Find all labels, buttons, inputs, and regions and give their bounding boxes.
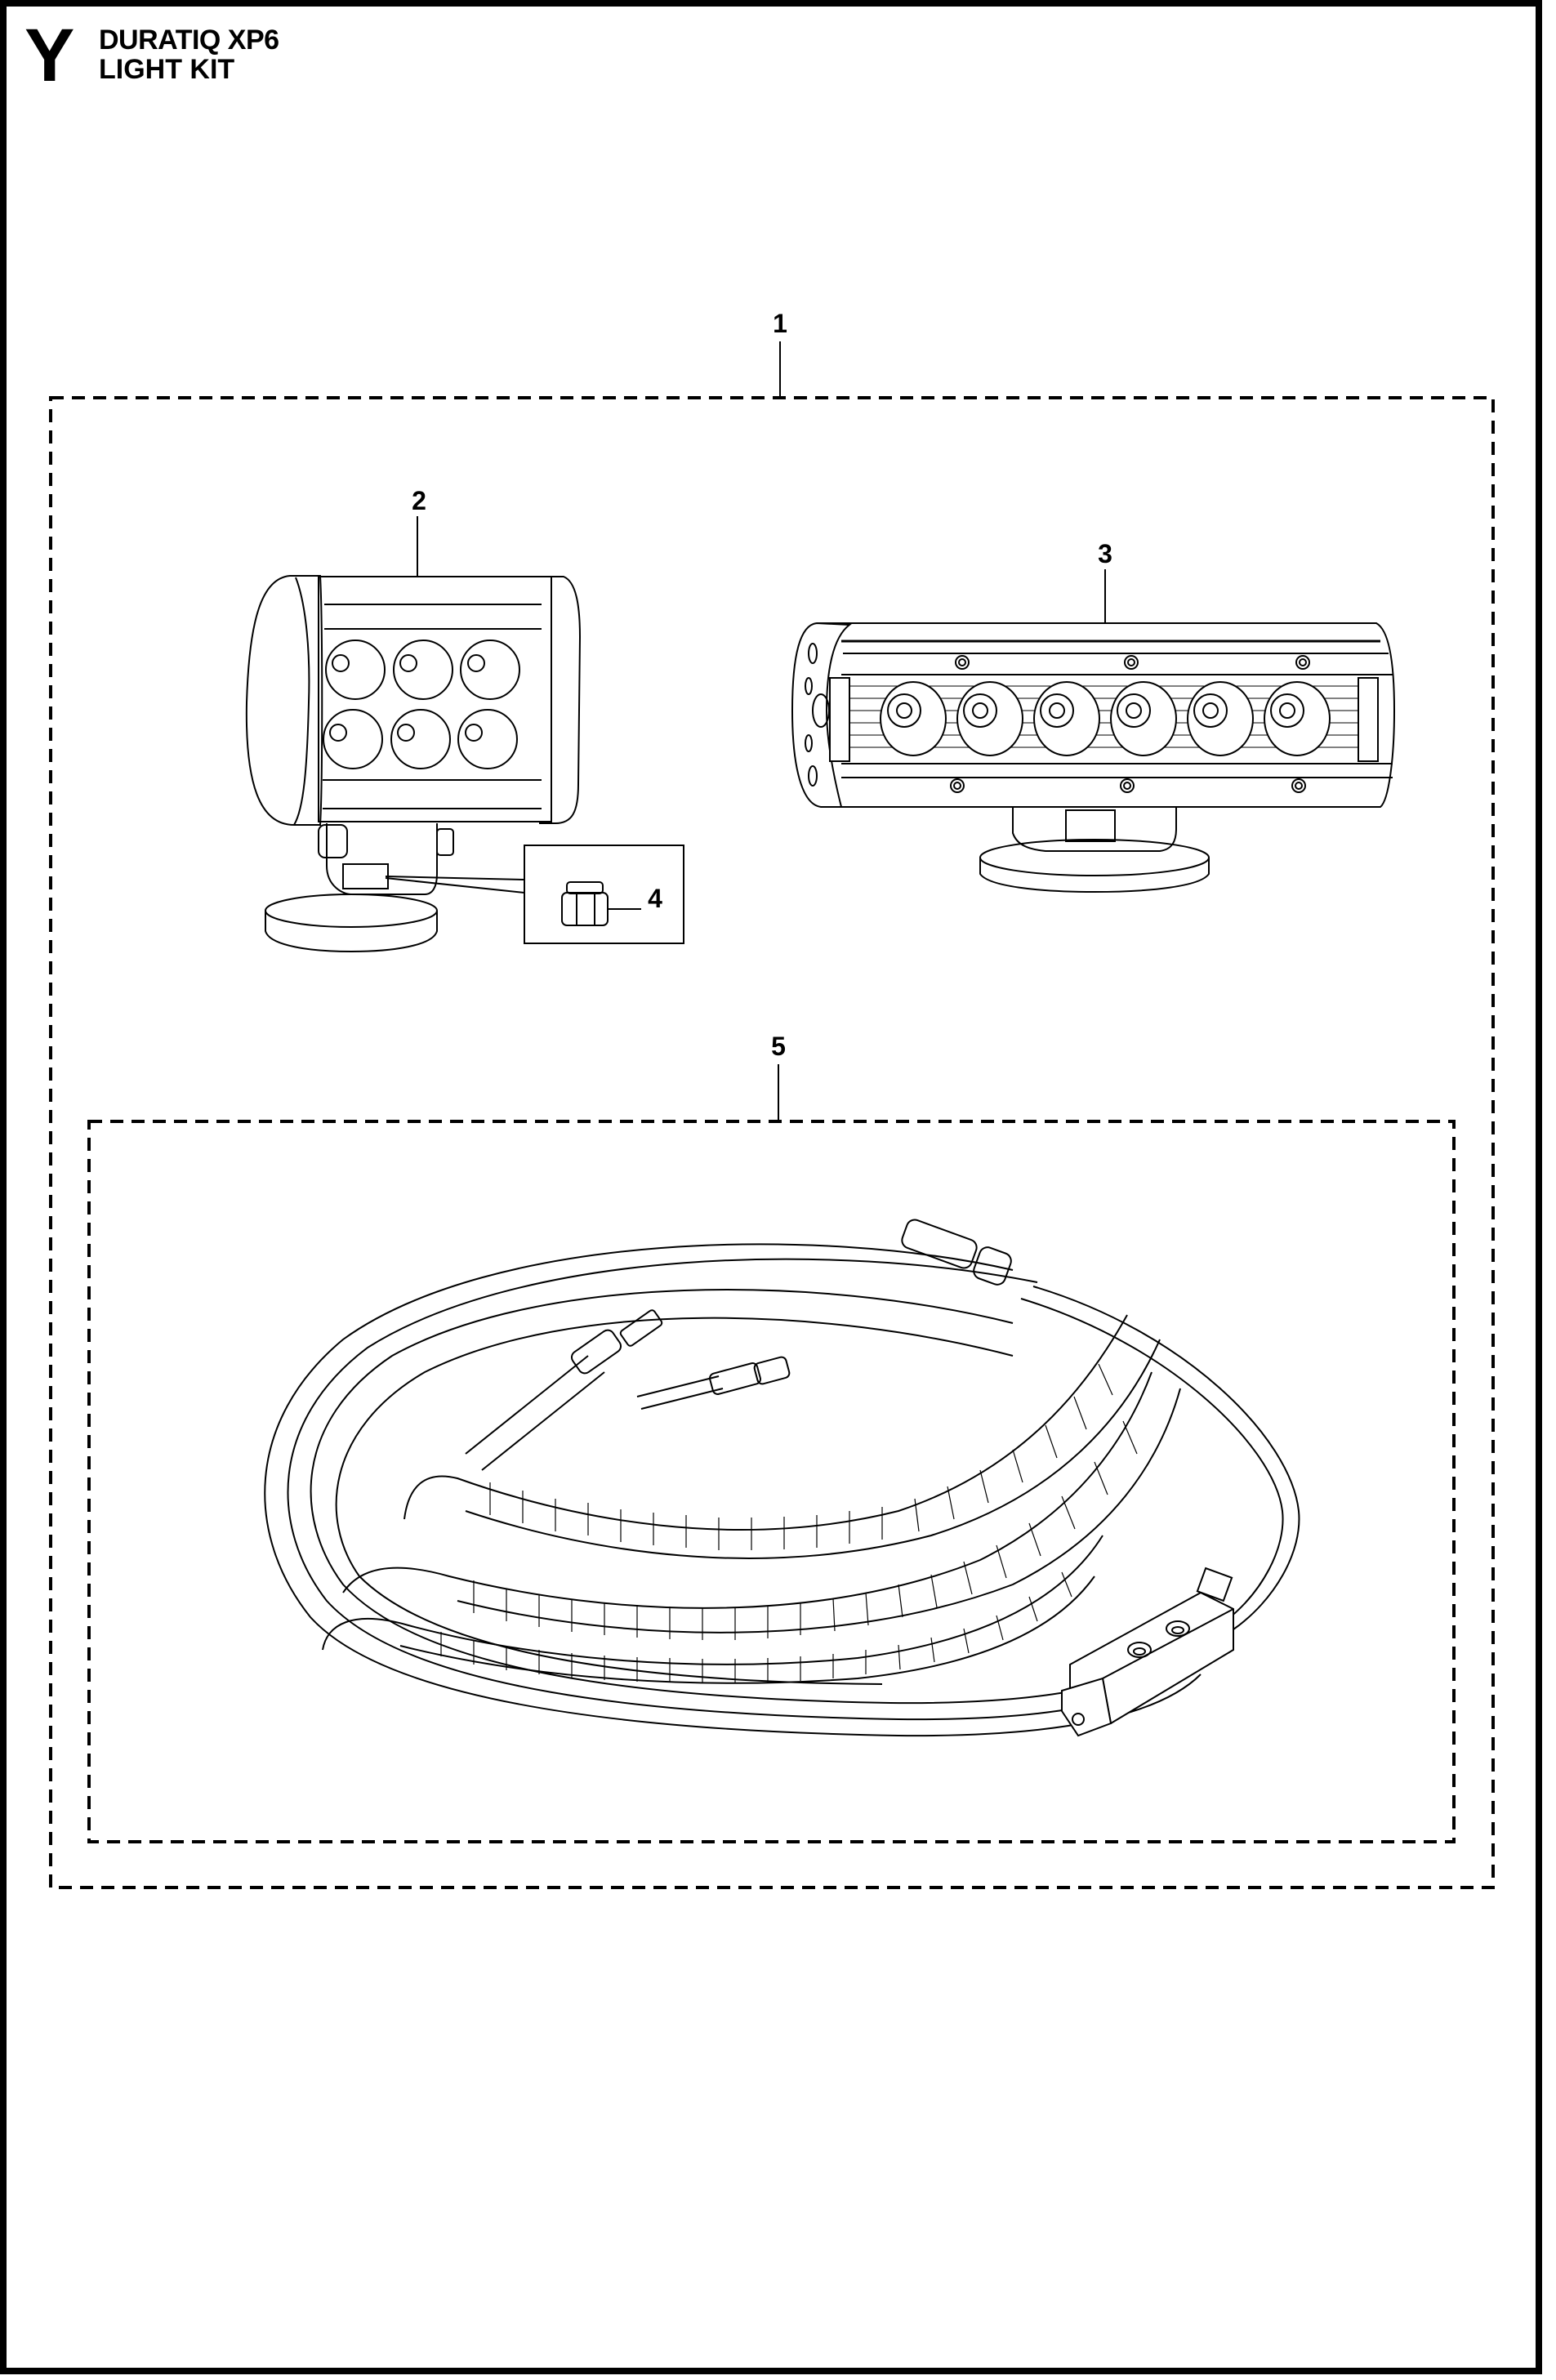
group-box-5 xyxy=(87,1120,1456,1843)
callout-3: 3 xyxy=(1098,539,1112,568)
model-title: DURATIQ XP6 xyxy=(99,25,279,56)
callout-4: 4 xyxy=(648,884,662,913)
callout-5: 5 xyxy=(771,1032,786,1061)
callout-2: 2 xyxy=(412,486,426,515)
nut-4-detail xyxy=(524,845,684,944)
callout-1: 1 xyxy=(773,309,787,338)
section-letter: Y xyxy=(25,14,75,97)
diagram-title: LIGHT KIT xyxy=(99,54,235,85)
work-light-2 xyxy=(245,516,582,953)
group-box-1 xyxy=(49,396,1495,1889)
cable-harness-5 xyxy=(264,1219,1300,1737)
light-bar-3 xyxy=(791,569,1396,894)
